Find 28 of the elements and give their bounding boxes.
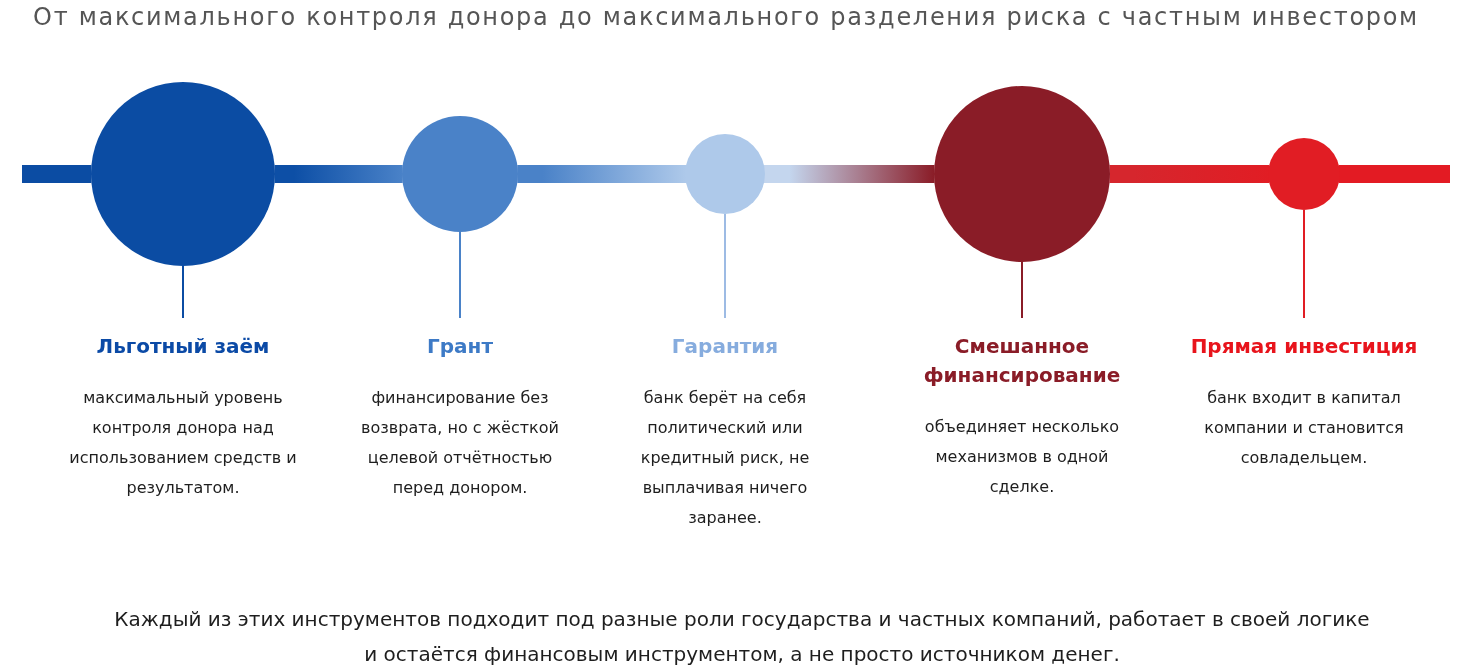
description: финансирование без возврата, но с жёсткой целевой отчётностью перед донором. [360,387,560,499]
timeline-bar [1338,165,1450,183]
timeline-circle [685,134,765,214]
leader-line [182,265,184,319]
description: банк входит в капитал компании и становится совладельцем. [1203,387,1405,469]
timeline-circle [1268,138,1340,210]
timeline-bar [274,165,403,183]
heading: Смешанное финансирование [922,333,1122,389]
title: От максимального контроля донора до максимального разделения риска с частным инвестором [33,2,1419,32]
timeline-circle [91,82,275,266]
timeline-bar [1109,165,1270,183]
timeline-circle [934,86,1110,262]
timeline-bar [22,165,92,183]
description: объединяет несколько механизмов в одной сделке. [923,416,1121,498]
caption: Каждый из этих инструментов подходит под разные роли государства и частных компаний, работает в своей логике и остаётся финансовым инструментом, а не просто источником денег. [113,606,1371,668]
leader-line [459,231,461,319]
heading: Гарантия [671,333,779,360]
leader-line [1021,261,1023,319]
heading: Льготный заём [96,333,270,360]
timeline-bar [517,165,686,183]
timeline-bar [764,165,935,183]
description: максимальный уровень контроля донора над использованием средств и результатом. [68,387,298,499]
leader-line [1303,209,1305,319]
heading: Грант [427,333,493,360]
heading: Прямая инвестиция [1190,333,1418,360]
description: банк берёт на себя политический или кредитный риск, не выплачивая ничего заранее. [639,387,811,529]
timeline-circle [402,116,518,232]
leader-line [724,213,726,319]
